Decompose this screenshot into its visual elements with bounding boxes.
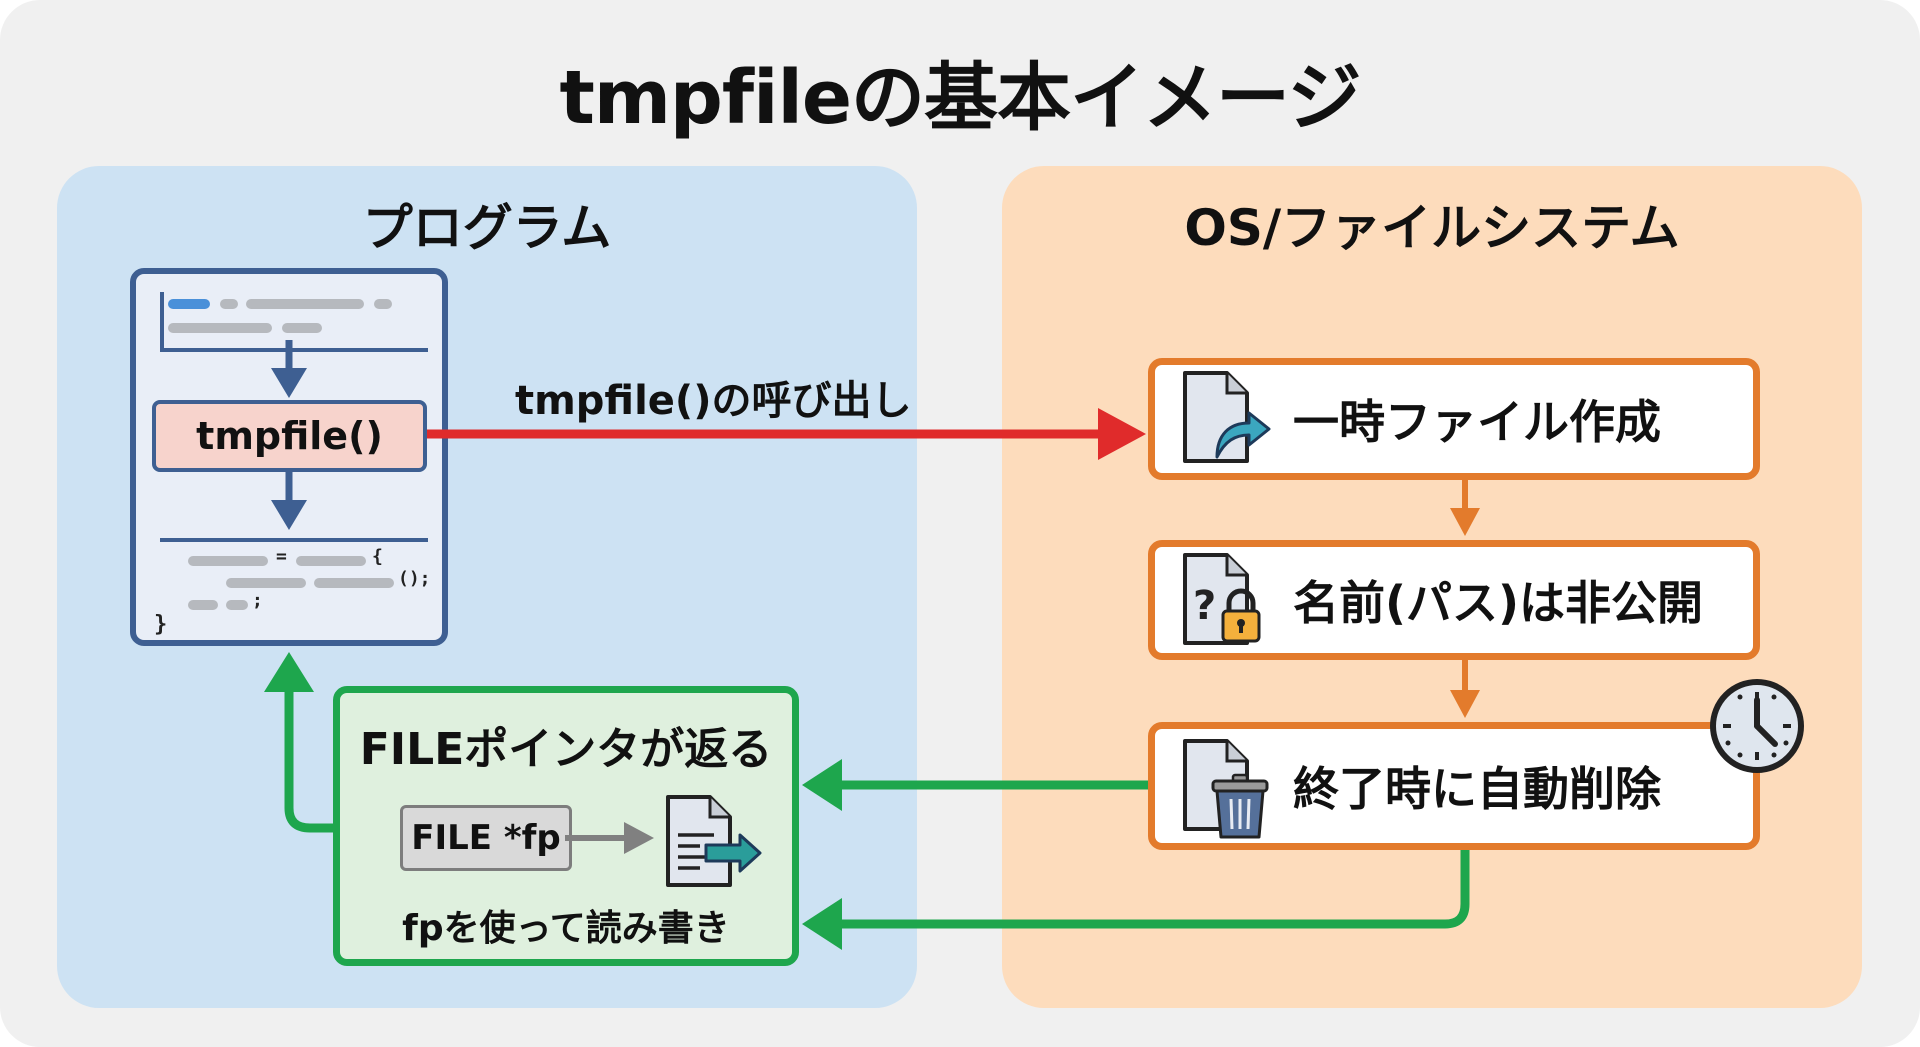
- os-step-auto-delete: 終了時に自動削除: [1148, 722, 1760, 850]
- step-arrow-down: [1450, 480, 1480, 536]
- diagram-title: tmpfileの基本イメージ: [559, 55, 1361, 141]
- flow-arrow-down: [271, 472, 307, 530]
- code-line: [282, 323, 322, 333]
- os-step-hidden-name: ? 名前(パス)は非公開: [1148, 540, 1760, 660]
- code-line: [168, 299, 210, 309]
- flow-arrow-down: [271, 340, 307, 398]
- code-line: [226, 600, 248, 610]
- call-arrow: [427, 408, 1146, 460]
- file-trash-icon: [1177, 729, 1277, 843]
- code-equals: =: [276, 546, 287, 567]
- code-line: [220, 299, 238, 309]
- code-semicolon: ;: [252, 590, 263, 611]
- code-call-end: ();: [398, 568, 431, 589]
- file-lock-icon: ?: [1177, 547, 1277, 653]
- code-line: [188, 600, 218, 610]
- file-share-icon: [1177, 365, 1277, 473]
- os-step-create: 一時ファイル作成: [1148, 358, 1760, 480]
- code-line: [246, 299, 364, 309]
- return-box-subtitle: fpを使って読み書き: [402, 908, 730, 949]
- return-arrow: [802, 759, 1148, 811]
- code-line: [374, 299, 392, 309]
- pointer-arrow: [565, 822, 654, 854]
- code-line: [314, 578, 394, 588]
- code-line: [168, 323, 272, 333]
- file-read-write-icon: [660, 793, 770, 893]
- file-pointer-label: FILE *fp: [400, 805, 572, 871]
- os-step-create-label: 一時ファイル作成: [1293, 395, 1661, 449]
- os-panel-title: OS/ファイルシステム: [1184, 199, 1680, 257]
- clock-icon: [1710, 679, 1804, 773]
- os-step-auto-delete-label: 終了時に自動削除: [1293, 762, 1661, 816]
- svg-text:?: ?: [1193, 583, 1216, 629]
- code-line: [226, 578, 306, 588]
- cleanup-arrow: [802, 850, 1470, 950]
- code-line: [296, 556, 366, 566]
- code-rule: [160, 348, 428, 352]
- code-rule: [160, 538, 428, 542]
- file-pointer-return-box: FILEポインタが返る FILE *fp fpを使って読み書き: [333, 686, 799, 966]
- os-step-hidden-name-label: 名前(パス)は非公開: [1293, 576, 1704, 630]
- tmpfile-call-box: tmpfile(): [152, 400, 427, 472]
- call-arrow-label: tmpfile()の呼び出し: [515, 378, 912, 424]
- step-arrow-down: [1450, 660, 1480, 718]
- code-line: [188, 556, 268, 566]
- code-rule: [160, 292, 164, 352]
- pointer-to-program-arrow: [264, 652, 333, 833]
- program-panel-title: プログラム: [362, 199, 612, 257]
- code-brace-close: }: [154, 612, 168, 637]
- return-box-title: FILEポインタが返る: [359, 724, 773, 775]
- code-brace-open: {: [372, 546, 383, 567]
